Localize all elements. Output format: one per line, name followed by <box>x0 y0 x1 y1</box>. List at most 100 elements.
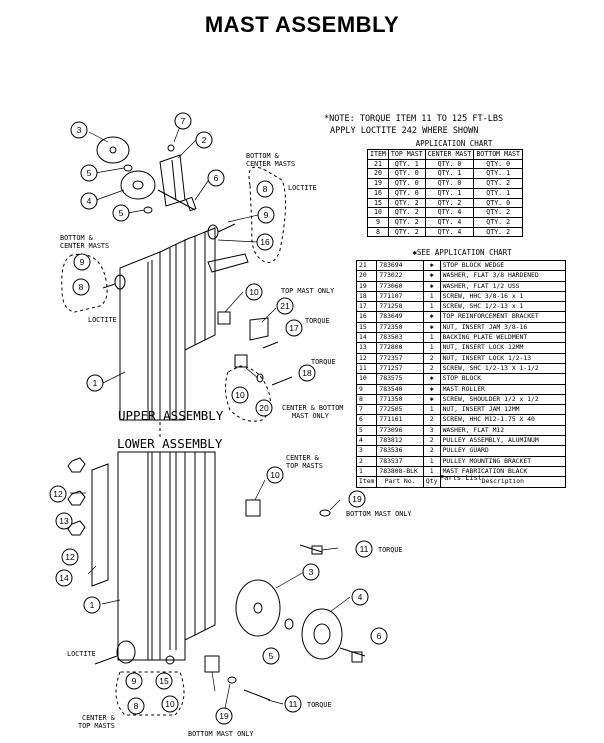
callout-number: 19 <box>352 494 362 504</box>
parts-list-cell: 10 <box>355 373 378 385</box>
screw-upper <box>157 189 196 211</box>
callout-20: 20 <box>255 399 273 417</box>
parts-list-cell: 21 <box>355 259 378 272</box>
callout-16: 16 <box>256 233 274 251</box>
callout-number: 10 <box>235 390 245 400</box>
parts-list-cell: 772357 <box>376 352 424 364</box>
pulley-lower <box>301 608 343 660</box>
callout-5: 5 <box>112 204 130 222</box>
label-loctite-2: LOCTITE <box>88 316 117 324</box>
callout-number: 18 <box>302 368 312 378</box>
parts-list-cell: 773022 <box>376 270 424 282</box>
callout-number: 10 <box>165 699 175 709</box>
parts-list-cell: SCREW, SHC 1/2-13 x 1 <box>439 301 567 313</box>
nut-12-top <box>67 457 86 473</box>
callout-number: 12 <box>65 552 75 562</box>
application-chart-cell: QTY. 2 <box>473 226 523 238</box>
callout-11: 11 <box>284 695 302 713</box>
callout-number: 1 <box>90 600 95 610</box>
parts-list-cell: 12 <box>355 352 378 364</box>
parts-list-cell: 772800 <box>376 342 424 354</box>
label-bottom-center-masts-3: BOTTOM & <box>60 234 94 242</box>
callout-17: 17 <box>285 319 303 337</box>
nut-upper <box>167 144 175 152</box>
label-center-top-3: CENTER & <box>82 714 116 722</box>
callout-8: 8 <box>127 697 145 715</box>
callout-11: 11 <box>355 540 373 558</box>
screw-11-bottom <box>243 689 271 701</box>
parts-list-cell: SCREW, SHC 1/2-13 X 1-1/2 <box>439 362 567 375</box>
callout-number: 17 <box>289 323 299 333</box>
parts-list-cell: 771161 <box>376 414 424 426</box>
callout-number: 8 <box>263 184 268 194</box>
parts-list-cell: 783808-BLK <box>376 465 424 478</box>
group-center-bottom <box>224 365 271 422</box>
label-center-bottom-1: CENTER & BOTTOM <box>282 404 343 412</box>
parts-list-cell: NUT, INSERT JAM 12MM <box>439 404 567 416</box>
parts-list-cell: NUT, INSERT JAM 3/8-16 <box>439 321 567 334</box>
application-chart-cell: QTY. 2 <box>387 226 426 238</box>
washer-19-top <box>319 509 331 517</box>
callout-number: 2 <box>202 135 207 145</box>
parts-list-cell: BACKING PLATE WELDMENT <box>439 332 567 344</box>
callout-9: 9 <box>257 206 275 224</box>
callout-10: 10 <box>231 386 249 404</box>
callout-number: 21 <box>280 301 290 311</box>
callout-number: 1 <box>93 378 98 388</box>
parts-list-cell: 783536 <box>376 445 424 457</box>
page-title: MAST ASSEMBLY <box>204 12 400 37</box>
label-center-top-2: TOP MASTS <box>286 462 323 470</box>
parts-list-cell: 783694 <box>376 259 424 272</box>
stop-block-lower <box>234 354 248 368</box>
callout-number: 13 <box>59 516 69 526</box>
top-reinforcement-bracket <box>207 253 249 273</box>
callout-15: 15 <box>155 672 173 690</box>
callout-8: 8 <box>256 180 274 198</box>
callout-7: 7 <box>174 112 192 130</box>
note-line-1: *NOTE: TORQUE ITEM 11 TO 125 FT-LBS <box>324 114 504 124</box>
callout-number: 3 <box>77 125 82 135</box>
lower-mast-body <box>117 451 216 661</box>
parts-list-cell: 18 <box>355 290 378 303</box>
mast-roller-upper-right <box>207 224 219 240</box>
label-center-top-1: CENTER & <box>286 454 320 462</box>
callout-number: 15 <box>159 676 169 686</box>
callout-4: 4 <box>80 192 98 210</box>
callout-10: 10 <box>245 283 263 301</box>
callout-21: 21 <box>276 297 294 315</box>
nut-12-bottom <box>67 520 86 536</box>
callout-4: 4 <box>351 588 369 606</box>
parts-list-header-cell: Description <box>439 476 567 488</box>
nut-15 <box>165 655 175 665</box>
callout-13: 13 <box>55 512 73 530</box>
callout-6: 6 <box>207 169 225 187</box>
callout-number: 10 <box>249 287 259 297</box>
parts-list-cell: 771350 <box>376 393 424 406</box>
label-torque-4: TORQUE <box>307 701 332 709</box>
stop-block-upper <box>217 311 231 325</box>
callout-number: 6 <box>377 631 382 641</box>
callout-3: 3 <box>70 121 88 139</box>
callout-number: 11 <box>289 699 298 709</box>
label-bottom-mast-only-2: BOTTOM MAST ONLY <box>188 730 253 738</box>
parts-list-cell: STOP BLOCK WEDGE <box>439 259 567 272</box>
label-torque-1: TORQUE <box>305 317 330 325</box>
stop-block-lower-top <box>245 499 261 517</box>
callout-9: 9 <box>125 672 143 690</box>
callout-5: 5 <box>262 647 280 665</box>
group-bottom-center-upper <box>248 166 287 263</box>
washer-upper-1 <box>123 164 133 172</box>
callout-number: 11 <box>360 544 369 554</box>
